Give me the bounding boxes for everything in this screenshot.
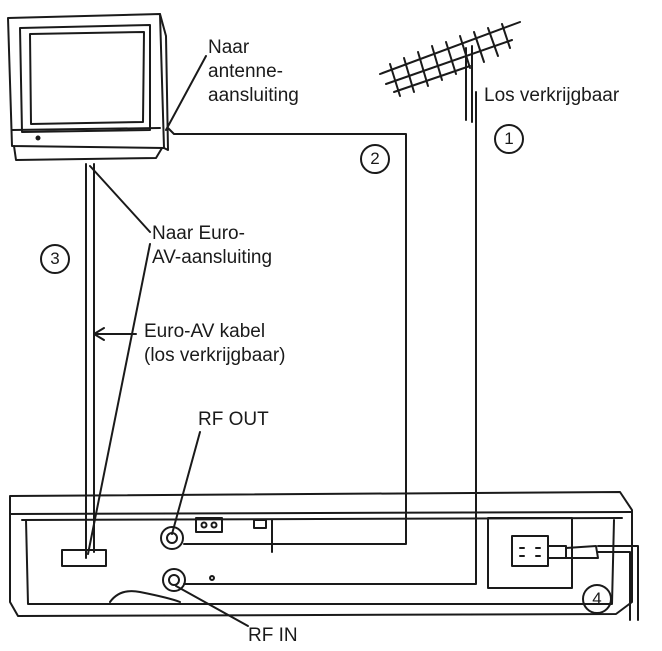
arrow-head [93, 327, 105, 341]
step-3-marker: 3 [40, 244, 70, 274]
mains-cable [597, 551, 631, 621]
step-1-marker: 1 [494, 124, 524, 154]
tv-icon [7, 13, 169, 161]
step-2-marker: 2 [360, 144, 390, 174]
euro-av-cable-line-1: Euro-AV kabel [144, 321, 266, 342]
leader-antenna-connection [165, 55, 207, 131]
leader-rf-in [175, 585, 249, 627]
euro-av-connection-line-2: AV-aansluiting [152, 247, 273, 268]
rf-out-label: RF OUT [198, 409, 269, 430]
rf-in-label: RF IN [248, 625, 298, 646]
rf-cable [167, 127, 407, 545]
antenna-cable [183, 91, 477, 585]
antenna-connection-line-3: aansluiting [208, 85, 299, 106]
leader-euro-av-bottom [87, 243, 151, 555]
euro-av-cable-label: Euro-AV kabel (los verkrijgbaar) [144, 320, 285, 368]
euro-av-connection-label: Naar Euro- AV-aansluiting [152, 222, 272, 270]
antenna-connection-line-2: antenne- [208, 61, 284, 82]
antenna-connection-line-1: Naar [208, 37, 250, 58]
mains-cable-outer [597, 545, 639, 621]
euro-av-connection-line-1: Naar Euro- [152, 223, 245, 244]
euro-av-cable-line-2: (los verkrijgbaar) [144, 345, 286, 366]
antenna-available-label: Los verkrijgbaar [484, 85, 620, 106]
step-4-marker: 4 [582, 584, 612, 614]
leader-euro-av-top [89, 165, 151, 233]
leader-rf-out [171, 431, 201, 535]
antenna-icon [379, 21, 521, 123]
antenna-connection-label: Naar antenne- aansluiting [208, 36, 299, 108]
vcr-icon [9, 491, 633, 617]
